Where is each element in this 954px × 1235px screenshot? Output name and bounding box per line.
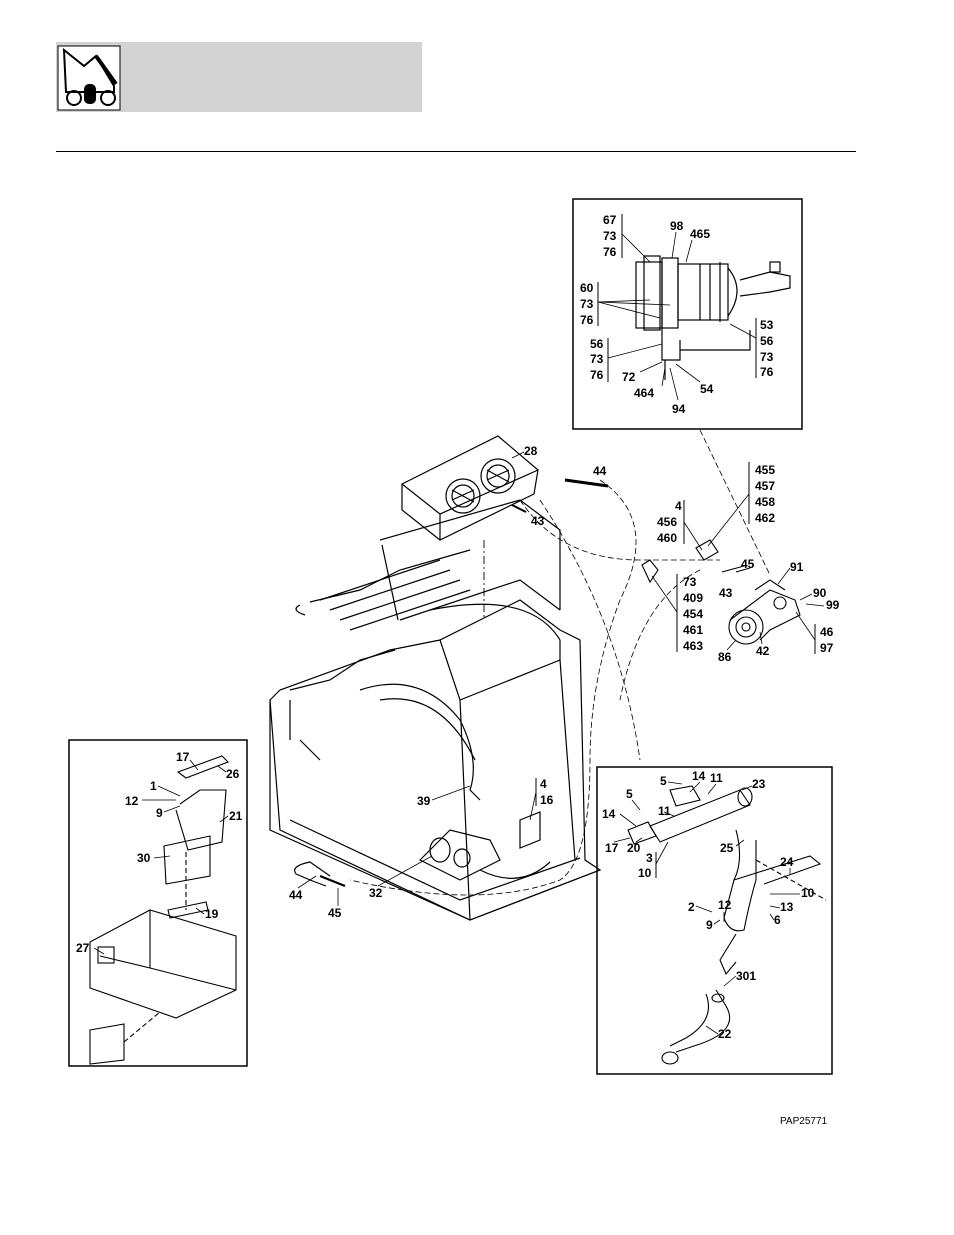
svg-text:90: 90 (813, 586, 827, 600)
svg-text:464: 464 (634, 386, 654, 400)
svg-text:76: 76 (580, 313, 594, 327)
svg-text:44: 44 (289, 888, 303, 902)
svg-text:17: 17 (176, 750, 190, 764)
pipe-illustration (628, 786, 826, 1064)
svg-text:46: 46 (820, 625, 834, 639)
svg-text:23: 23 (752, 777, 766, 791)
svg-text:45: 45 (741, 557, 755, 571)
svg-text:14: 14 (692, 769, 706, 783)
svg-text:26: 26 (226, 767, 240, 781)
svg-text:25: 25 (720, 841, 734, 855)
svg-text:39: 39 (417, 794, 431, 808)
svg-text:455: 455 (755, 463, 775, 477)
svg-text:301: 301 (736, 969, 756, 983)
svg-text:22: 22 (718, 1027, 732, 1041)
svg-text:14: 14 (602, 807, 616, 821)
svg-text:45: 45 (328, 906, 342, 920)
svg-text:67: 67 (603, 213, 617, 227)
svg-text:10: 10 (638, 866, 652, 880)
svg-text:11: 11 (710, 771, 723, 785)
svg-text:3: 3 (646, 851, 653, 865)
svg-text:32: 32 (369, 886, 383, 900)
cab-frame (270, 500, 600, 920)
svg-text:12: 12 (125, 794, 139, 808)
svg-text:60: 60 (580, 281, 594, 295)
svg-text:91: 91 (790, 560, 804, 574)
svg-text:454: 454 (683, 607, 703, 621)
svg-text:4: 4 (540, 777, 547, 791)
svg-text:461: 461 (683, 623, 703, 637)
duct-inset-frame (69, 740, 247, 1066)
svg-text:1: 1 (150, 779, 157, 793)
svg-text:5: 5 (626, 787, 633, 801)
svg-text:76: 76 (603, 245, 617, 259)
svg-text:43: 43 (531, 514, 545, 528)
svg-text:56: 56 (590, 337, 604, 351)
svg-text:19: 19 (205, 907, 219, 921)
svg-text:73: 73 (580, 297, 594, 311)
svg-text:98: 98 (670, 219, 684, 233)
svg-text:409: 409 (683, 591, 703, 605)
svg-text:53: 53 (760, 318, 774, 332)
svg-text:4: 4 (675, 499, 682, 513)
svg-text:73: 73 (590, 352, 604, 366)
pipe-inset-frame (597, 767, 832, 1074)
svg-text:42: 42 (756, 644, 770, 658)
svg-text:11: 11 (658, 804, 671, 818)
svg-text:30: 30 (137, 851, 151, 865)
svg-text:6: 6 (774, 913, 781, 927)
svg-text:456: 456 (657, 515, 677, 529)
svg-text:20: 20 (627, 841, 641, 855)
svg-text:76: 76 (590, 368, 604, 382)
condenser-unit (402, 436, 538, 540)
svg-text:460: 460 (657, 531, 677, 545)
svg-text:462: 462 (755, 511, 775, 525)
svg-text:458: 458 (755, 495, 775, 509)
svg-text:72: 72 (622, 370, 636, 384)
svg-text:10: 10 (801, 886, 815, 900)
svg-text:12: 12 (718, 898, 732, 912)
svg-text:17: 17 (605, 841, 619, 855)
svg-text:86: 86 (718, 650, 732, 664)
svg-text:13: 13 (780, 900, 794, 914)
svg-text:97: 97 (820, 641, 834, 655)
svg-text:463: 463 (683, 639, 703, 653)
svg-text:73: 73 (760, 350, 774, 364)
svg-text:99: 99 (826, 598, 840, 612)
svg-text:94: 94 (672, 402, 686, 416)
svg-text:56: 56 (760, 334, 774, 348)
svg-text:21: 21 (229, 809, 243, 823)
svg-text:54: 54 (700, 382, 714, 396)
svg-text:5: 5 (660, 774, 667, 788)
svg-text:44: 44 (593, 464, 607, 478)
figure-code: PAP25771 (780, 1116, 827, 1127)
svg-text:27: 27 (76, 941, 90, 955)
svg-text:9: 9 (706, 918, 713, 932)
svg-text:24: 24 (780, 855, 794, 869)
svg-text:457: 457 (755, 479, 775, 493)
svg-text:9: 9 (156, 806, 163, 820)
svg-text:73: 73 (603, 229, 617, 243)
svg-text:2: 2 (688, 900, 695, 914)
svg-text:465: 465 (690, 227, 710, 241)
svg-text:43: 43 (719, 586, 733, 600)
svg-text:73: 73 (683, 575, 697, 589)
svg-text:76: 76 (760, 365, 774, 379)
svg-text:16: 16 (540, 793, 554, 807)
svg-text:28: 28 (524, 444, 538, 458)
